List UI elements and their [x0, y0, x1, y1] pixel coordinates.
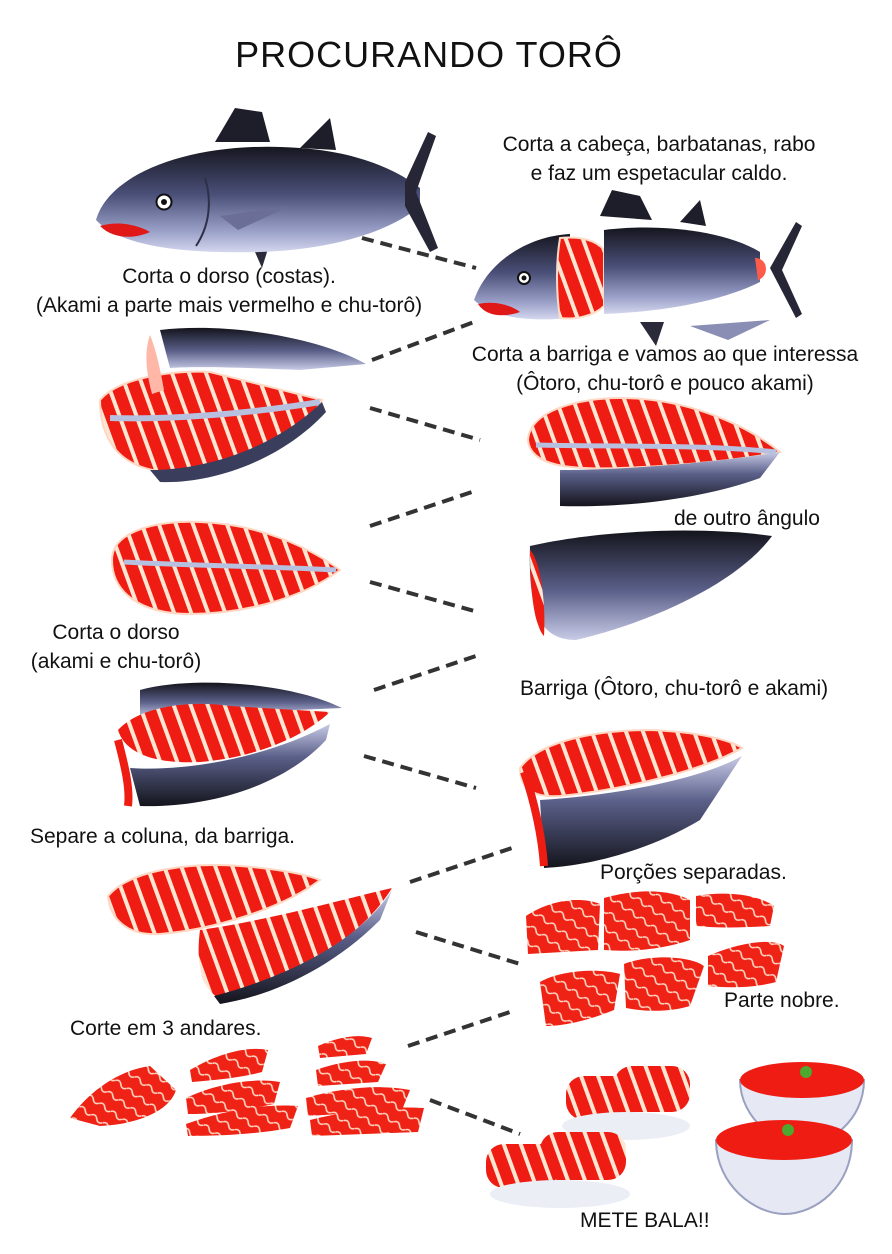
page-title: PROCURANDO TORÔ: [235, 34, 623, 75]
connector-line: [369, 490, 473, 528]
caption-three-levels: Corte em 3 andares.: [70, 1017, 262, 1040]
back-skin-illustration: [529, 530, 772, 640]
connector-line: [363, 754, 477, 790]
caption-line: (Ôtoro, chu-torô e pouco akami): [516, 372, 814, 395]
connector-line: [415, 930, 521, 966]
belly-stripes-illustration: [518, 728, 744, 868]
back-split-illustration: [114, 682, 342, 807]
caption-separate-spine: Separe a coluna, da barriga.: [30, 825, 296, 848]
connector-line: [369, 406, 481, 442]
caption-head-cut: Corta a cabeça, barbatanas, rabo e faz u…: [474, 130, 844, 188]
sushi-and-bowls-illustration: [486, 1062, 866, 1216]
caption-line: (akami e chu-torô): [30, 650, 202, 673]
caption-back-akami: Corta o dorso (akami e chu-torô): [10, 618, 222, 676]
caption-belly-cut: Corta a barriga e vamos ao que interessa…: [440, 340, 890, 398]
connector-line: [409, 846, 513, 884]
three-level-cut-illustration: [70, 1036, 424, 1136]
caption-other-angle: de outro ângulo: [674, 507, 820, 530]
connector-line: [407, 1008, 517, 1048]
caption-final: METE BALA!!: [580, 1209, 710, 1232]
caption-line: (Akami a parte mais vermelho e chu-torô): [35, 294, 423, 317]
connector-line: [373, 652, 483, 692]
belly-flesh-illustration: [110, 520, 342, 616]
whole-tuna-illustration: [96, 108, 438, 268]
caption-line: Corta o dorso: [52, 621, 180, 644]
caption-line: Corta a barriga e vamos ao que interessa: [471, 343, 859, 366]
caption-portions: Porções separadas.: [600, 861, 787, 884]
belly-cut-illustration: [526, 396, 783, 507]
caption-line: Corta a cabeça, barbatanas, rabo: [502, 133, 816, 156]
connector-line: [429, 1098, 521, 1136]
separated-portions-illustration: [526, 891, 784, 1026]
caption-back-cut: Corta o dorso (costas). (Akami a parte m…: [4, 262, 454, 320]
caption-noble-part: Parte nobre.: [724, 989, 840, 1012]
connector-line: [361, 236, 477, 270]
caption-line: Corta o dorso (costas).: [122, 265, 336, 288]
tuna-head-cut-illustration: [474, 190, 802, 346]
dashed-connectors: [361, 236, 521, 1136]
back-cut-illustration: [98, 327, 366, 483]
caption-line: e faz um espetacular caldo.: [530, 162, 788, 185]
spine-separated-illustration: [106, 864, 392, 1004]
caption-belly-types: Barriga (Ôtoro, chu-torô e akami): [520, 677, 829, 700]
connector-line: [369, 580, 479, 614]
